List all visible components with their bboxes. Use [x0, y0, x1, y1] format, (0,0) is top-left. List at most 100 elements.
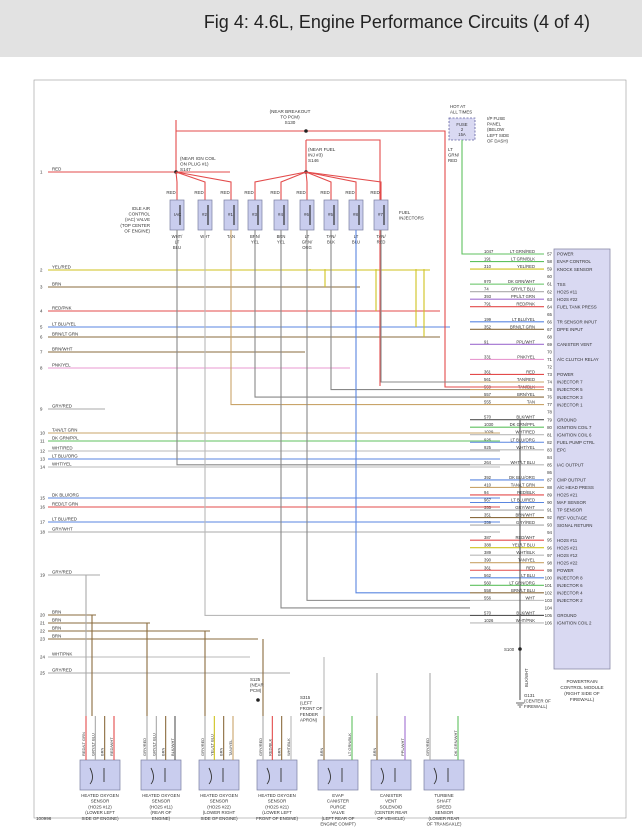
pcm-circuit-number: 970 [484, 279, 492, 284]
pcm-wire-color: BRN/YEL [517, 392, 536, 397]
pcm-wire-color: RED [526, 565, 535, 570]
pcm-pin-function: HO2S #22 [557, 297, 578, 302]
sensor-body [256, 759, 298, 791]
injector-id: IAC [174, 212, 181, 217]
sensor-wire-color: BRN [372, 747, 377, 756]
pcm-wire-color: LT GRN/BLK [511, 257, 535, 262]
injector-top-wire: RED [270, 190, 279, 195]
wire-number: 17 [40, 520, 45, 525]
pcm-pin-number: 70 [547, 349, 552, 354]
pcm-circuit-number: 94 [484, 490, 489, 495]
injector-signal-wire [254, 230, 470, 398]
sensor-symbol [150, 767, 166, 785]
pcm-wire-color: GRY/RED [516, 520, 535, 525]
pcm-pin-number: 75 [547, 387, 552, 392]
sensor-symbol [208, 767, 224, 785]
wire-color-label: WHT/PNK [52, 652, 72, 657]
injector-feed [175, 171, 232, 200]
sensor-wire-color: PPL/WHT [400, 738, 405, 756]
pcm-pin-function: INJECTOR 6 [557, 583, 583, 588]
sensor-label: (LOWER LEFT [262, 810, 292, 815]
wire-color-label: BRN/LT GRN [52, 332, 78, 337]
pcm-pin-function: REF VOLTAGE [557, 515, 587, 520]
wire-color-label: BRN [52, 618, 61, 623]
pcm-circuit-number: 74 [484, 287, 489, 292]
sensor-wire-color: GRY/LT BLU [90, 733, 95, 756]
fuse-text: 15A [458, 132, 466, 137]
pcm-pin-function: INJECTOR 2 [557, 598, 583, 603]
pcm-wire-color: RED/WHT [515, 535, 535, 540]
sensor-body [140, 759, 182, 791]
injector-feed [305, 171, 308, 200]
wire-color-label: BRN [52, 282, 61, 287]
sensor-wire-color: TAN/YEL [228, 739, 233, 756]
pcm-pin-number: 81 [547, 432, 552, 437]
splice-s125 [256, 698, 260, 702]
injector-feed [175, 171, 206, 200]
pcm-circuit-number: 561 [484, 377, 492, 382]
sensor-symbol [266, 767, 282, 785]
sensor-label: (LEFT REAR OF [322, 816, 355, 821]
pcm-pin-function: EVAP CONTROL [557, 259, 592, 264]
power-feed [306, 139, 381, 386]
pcm-pin-number: 92 [547, 515, 552, 520]
pcm-circuit-number: 1030 [484, 422, 494, 427]
sensor-wire-color: RED/LT GRN [81, 732, 86, 756]
pcm-circuit-number: 387 [484, 535, 492, 540]
injector-feed [175, 171, 178, 200]
pcm-pin-number: 61 [547, 282, 552, 287]
fuse-text: 2 [461, 127, 464, 132]
pcm-circuit-number: 1047 [484, 249, 494, 254]
fuse-wire-label: LT [448, 147, 453, 152]
pcm-pin-function: TSS [557, 282, 566, 287]
fuse-panel-label: OF DASH) [487, 138, 509, 143]
injector-signal-wire [306, 230, 470, 601]
pcm-pin-number: 76 [547, 395, 552, 400]
wire-number: 24 [40, 655, 45, 660]
sensor-label: OF TRANSAXLE) [427, 822, 462, 827]
pcm-pin-function: HO2S #21 [557, 545, 578, 550]
title-bar: Fig 4: 4.6L, Engine Performance Circuits… [0, 0, 642, 57]
pcm-pin-function: POWER [557, 372, 574, 377]
sensor-label: SENSOR [435, 810, 454, 815]
wire-color-label: PNK/YEL [52, 363, 71, 368]
sensor-wire-color: RED/WHT [109, 737, 114, 756]
injector-group-label: FUEL [399, 210, 411, 215]
wire-number: 21 [40, 621, 45, 626]
iac-label: CONTROL [129, 212, 151, 217]
pcm-wire-color: PPL/WHT [516, 339, 535, 344]
pcm-pin-function: IGNITION COIL 7 [557, 425, 592, 430]
pcm-wire-color: WHT/BLK [516, 550, 535, 555]
pcm-pin-function: KNOCK SENSOR [557, 267, 592, 272]
pcm-pin-number: 60 [547, 274, 552, 279]
pcm-pin-function: DPFE INPUT [557, 327, 583, 332]
pcm-pin-function: TR SENSOR INPUT [557, 319, 597, 324]
pcm-pin-number: 85 [547, 462, 552, 467]
injector-top-wire: RED [296, 190, 305, 195]
pcm-circuit-number: 967 [484, 497, 492, 502]
splice-label: (LEFT [300, 701, 313, 706]
injector-id: #1 [228, 212, 233, 217]
sensor-label: SENSOR [152, 799, 171, 804]
pcm-wire-color: LT BLU/YEL [512, 317, 536, 322]
sensor-wire-color: BLK/WHT [170, 738, 175, 756]
pcm-pin-function: HO2S #12 [557, 553, 578, 558]
injector-id: #2 [202, 212, 207, 217]
splice-label: (NEAR BREAKOUT [270, 109, 311, 114]
wire-number: 10 [40, 431, 45, 436]
injector-group-label: INJECTORS [399, 216, 424, 221]
wire-number: 12 [40, 449, 45, 454]
pcm-wire-color: TAN/RED [517, 377, 535, 382]
pcm-circuit-number: 91 [484, 339, 489, 344]
wire-color-label: BRN [52, 626, 61, 631]
injector-signal-wire [280, 230, 470, 609]
wire-number: 13 [40, 457, 45, 462]
pcm-pin-number: 96 [547, 545, 552, 550]
splice-s100 [518, 647, 522, 651]
wire-number: 1 [40, 170, 43, 175]
pcm-wire-color: BRN/LT BLU [511, 588, 535, 593]
pcm-circuit-number: 1026 [484, 618, 494, 623]
pcm-pin-number: 102 [545, 590, 553, 595]
pcm-circuit-number: 390 [484, 558, 492, 563]
sensor-label: OF VEHICLE) [377, 816, 405, 821]
